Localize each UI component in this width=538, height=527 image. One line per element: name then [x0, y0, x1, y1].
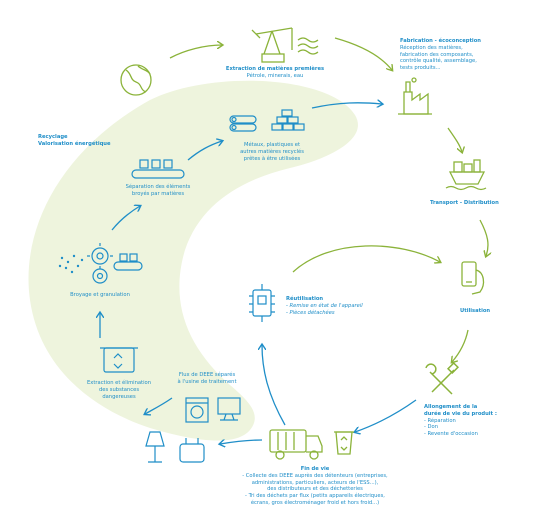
arrow-transport-to-utilisation: [479, 219, 488, 256]
allongement-item-2: - Don: [424, 424, 438, 431]
fabrication-title: Fabrication - écoconception: [400, 38, 481, 44]
washing-machine-icon: [185, 397, 209, 423]
fin-de-vie-title: Fin de vie: [300, 466, 330, 472]
arrow-allongement-to-findevie: [355, 399, 417, 432]
circuit-chip-icon: [249, 284, 275, 322]
screen-icon: [217, 397, 241, 421]
fin-de-vie-line-1: - Collecte des DEEE auprès des détenteur…: [242, 472, 388, 479]
garbage-truck-icon: [269, 429, 323, 460]
flux-line-2: à l'usine de traitement: [177, 378, 237, 385]
extraction-sub: Pétrole, minerais, eau: [246, 72, 304, 79]
allongement-title-2: durée de vie du produit :: [424, 410, 497, 417]
flux-label: Flux de DEEE séparés à l'usine de traite…: [162, 372, 252, 386]
reutilisation-item-1: - Remise en état de l'appareil: [286, 302, 363, 309]
separation-line-2: broyés par matières: [131, 190, 185, 197]
fabrication-line-4: tests produits...: [400, 65, 441, 71]
bricks-icon: [271, 109, 305, 131]
fabrication-line-1: Réception des matières,: [400, 44, 463, 51]
toaster-icon: [179, 438, 205, 463]
recycling-area-blob: [28, 80, 358, 441]
extraction-elim-line-1: Extraction et élimination: [87, 380, 151, 386]
flux-line-1: Flux de DEEE séparés: [178, 372, 236, 378]
reutilisation-title: Réutilisation: [286, 296, 324, 302]
extraction-elim-label: Extraction et élimination des substances…: [74, 380, 164, 400]
broyage-title: Broyage et granulation: [70, 292, 130, 298]
arrow-findevie-to-reuse: [262, 345, 286, 426]
fin-de-vie-line-3: des distributeurs et des déchetteries: [267, 486, 363, 493]
globe-icon: [120, 64, 152, 96]
separation-label: Séparation des éléments broyés par matiè…: [108, 184, 208, 198]
fin-de-vie-line-2: administrations, particuliers, acteurs d…: [251, 479, 379, 486]
metaux-line-3: prêtes à être utilisées: [243, 155, 301, 162]
arrow-materials-to-fabrication: [311, 103, 382, 109]
waste-container-icon: [100, 347, 138, 373]
metaux-label: Métaux, plastiques et autres matières re…: [222, 142, 322, 162]
arrow-broyage-to-separation: [111, 206, 140, 231]
arrow-separation-to-materials: [187, 141, 222, 161]
arrow-globe-to-extraction: [169, 45, 222, 59]
fabrication-line-2: fabrication des composants,: [400, 51, 474, 58]
allongement-item-3: - Revente d'occasion: [424, 431, 478, 437]
arrow-utilisation-to-allongement: [452, 329, 469, 362]
fabrication-line-3: contrôle qualité, assemblage,: [400, 58, 477, 65]
utilisation-label: Utilisation: [460, 308, 490, 315]
cargo-ship-icon: [445, 159, 487, 191]
extraction-elim-line-2: des substances: [98, 386, 140, 393]
recycling-bin-icon: [334, 431, 354, 455]
reutilisation-label: Réutilisation - Remise en état de l'appa…: [286, 296, 363, 316]
particles-icon: [58, 254, 84, 274]
separation-conveyor-icon: [131, 159, 185, 179]
arrow-flux-to-extraction-elim: [145, 397, 173, 414]
conveyor-icon: [113, 253, 143, 271]
fin-de-vie-label: Fin de vie - Collecte des DEEE auprès de…: [215, 466, 415, 507]
extraction-title: Extraction de matières premières: [225, 66, 325, 72]
fabrication-label: Fabrication - écoconception Réception de…: [400, 38, 481, 72]
transport-title: Transport - Distribution: [430, 200, 499, 206]
arrow-reuse-to-utilisation: [292, 245, 440, 273]
gears-icon: [87, 243, 113, 284]
oil-pump-icon: [251, 27, 293, 63]
water-waves-icon: [297, 37, 319, 55]
fin-de-vie-line-5: écrans, gros électroménager froid et hor…: [250, 499, 380, 506]
metaux-line-1: Métaux, plastiques et: [244, 142, 300, 148]
extraction-label: Extraction de matières premières Pétrole…: [210, 66, 340, 80]
separation-line-1: Séparation des éléments: [125, 184, 191, 190]
fin-de-vie-line-4: - Tri des déchets par flux (petits appar…: [245, 493, 385, 499]
extraction-elim-line-3: dangereuses: [102, 393, 136, 400]
broyage-label: Broyage et granulation: [50, 292, 150, 299]
arrow-extraction-to-fabrication: [334, 37, 392, 70]
smartphone-icon: [461, 261, 485, 295]
allongement-item-1: - Réparation: [424, 417, 456, 424]
allongement-label: Allongement de la durée de vie du produi…: [424, 404, 497, 438]
reutilisation-item-2: - Pièces détachées: [286, 309, 335, 316]
transport-label: Transport - Distribution: [430, 200, 499, 207]
utilisation-title: Utilisation: [460, 308, 491, 314]
arrow-findevie-to-appliances: [220, 440, 263, 444]
factory-icon: [398, 77, 432, 115]
tools-icon: [425, 361, 460, 395]
pipes-icon: [229, 115, 257, 132]
recyclage-label: Recyclage Valorisation énergétique: [38, 134, 111, 148]
metaux-line-2: autres matières recyclés: [240, 148, 304, 155]
recyclage-line-1: Recyclage: [38, 134, 68, 140]
allongement-title-1: Allongement de la: [424, 404, 478, 410]
recyclage-line-2: Valorisation énergétique: [38, 140, 111, 147]
arrow-fabrication-to-transport: [447, 127, 462, 152]
lamp-icon: [145, 431, 165, 463]
